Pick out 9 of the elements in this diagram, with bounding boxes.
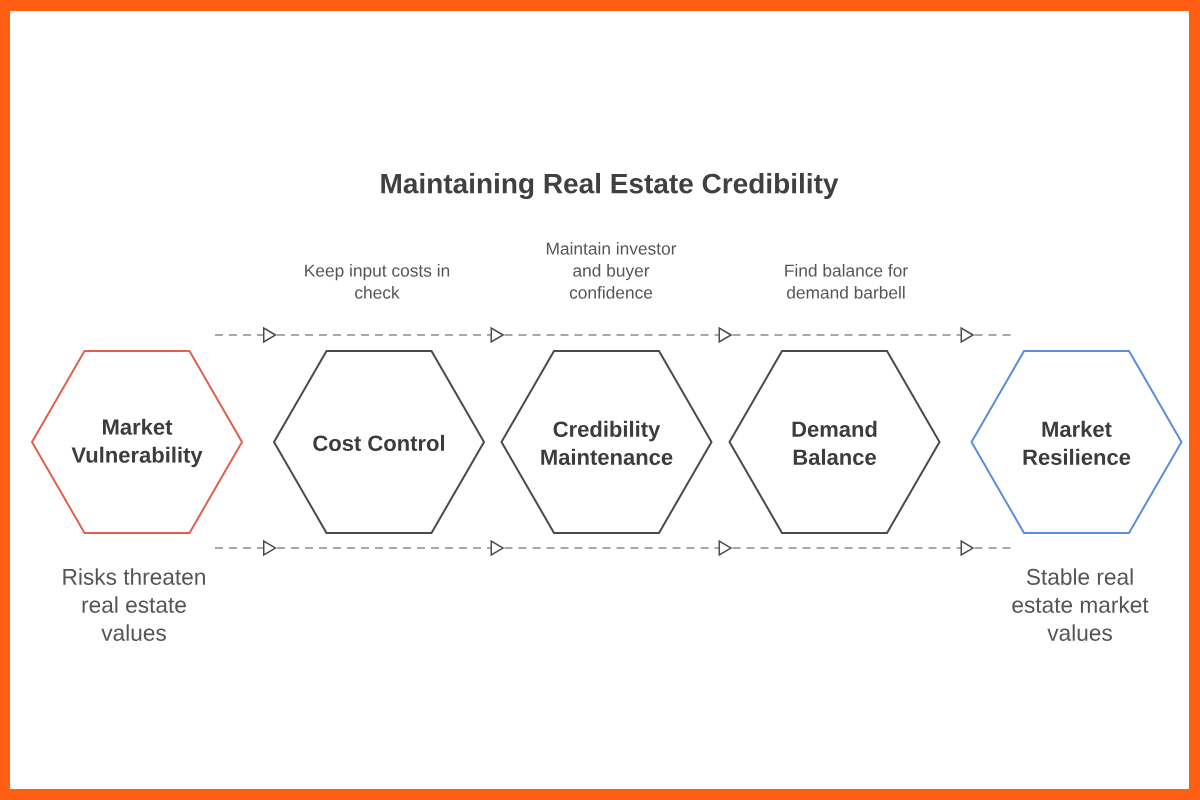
hexagon: Credibility Maintenance — [500, 350, 713, 534]
description-text: Risks threaten real estate values — [63, 568, 205, 641]
hexagon: Demand Balance — [728, 350, 941, 534]
description-text: Find balance for demand barbell — [785, 264, 908, 299]
description-text: Stable real estate market values — [1012, 568, 1149, 641]
title: Maintaining Real Estate Credibility — [381, 172, 839, 200]
description-text: Maintain investor and buyer confidence — [546, 242, 677, 299]
description-text: Keep input costs in check — [305, 264, 450, 299]
hexagon: Market Resilience — [970, 350, 1183, 534]
